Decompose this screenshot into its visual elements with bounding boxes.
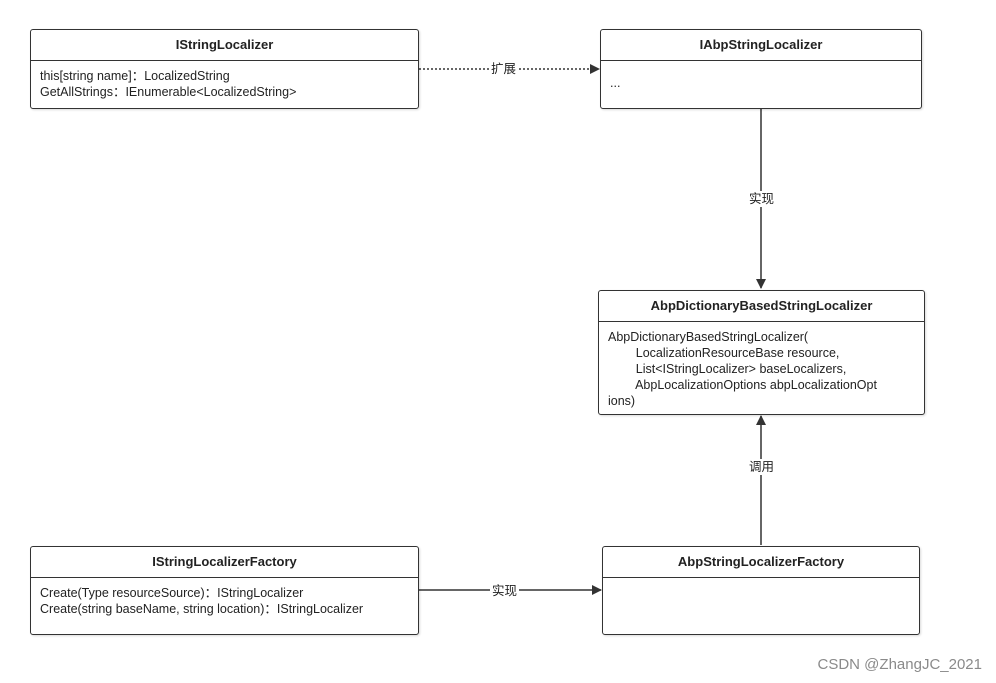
class-abpdictionarybasedstringlocalizer: AbpDictionaryBasedStringLocalizer AbpDic… [598, 290, 925, 415]
watermark: CSDN @ZhangJC_2021 [817, 656, 982, 673]
class-title: IStringLocalizerFactory [31, 547, 418, 578]
class-members [603, 578, 919, 592]
class-title: IAbpStringLocalizer [601, 30, 921, 61]
class-abpstringlocalizerfactory: AbpStringLocalizerFactory [602, 546, 920, 635]
class-iabpstringlocalizer: IAbpStringLocalizer ... [600, 29, 922, 109]
class-title: IStringLocalizer [31, 30, 418, 61]
class-istringlocalizer: IStringLocalizer this[string name]：Local… [30, 29, 419, 109]
class-title: AbpDictionaryBasedStringLocalizer [599, 291, 924, 322]
implements-localizer-label: 实现 [747, 191, 777, 207]
class-title: AbpStringLocalizerFactory [603, 547, 919, 578]
calls-label: 调用 [747, 459, 777, 475]
implements-factory-label: 实现 [490, 583, 520, 599]
extends-label: 扩展 [489, 61, 519, 77]
class-members: Create(Type resourceSource)：IStringLocal… [40, 586, 364, 616]
class-members: ... [610, 76, 621, 90]
class-istringlocalizerfactory: IStringLocalizerFactory Create(Type reso… [30, 546, 419, 635]
class-members: AbpDictionaryBasedStringLocalizer( Local… [608, 330, 877, 408]
class-members: this[string name]：LocalizedString GetAll… [40, 69, 297, 99]
